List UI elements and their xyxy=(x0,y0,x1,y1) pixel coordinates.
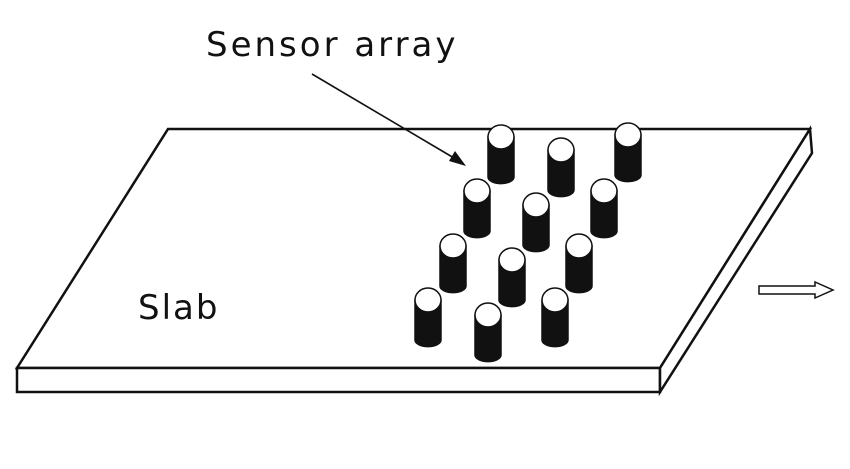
sensor-array-label: Sensor array xyxy=(206,25,459,65)
sensor-cylinder-body xyxy=(498,259,526,308)
sensor-cylinder-body xyxy=(590,190,618,239)
sensor-cylinder-top xyxy=(522,192,550,218)
sensor-cylinder-top xyxy=(463,178,491,204)
sensor-cylinder xyxy=(565,233,593,294)
sensor-cylinder-body xyxy=(522,204,550,253)
sensor-cylinder-body xyxy=(474,314,502,363)
sensor-cylinder-body xyxy=(547,149,575,198)
sensor-cylinder-body xyxy=(414,299,442,348)
sensor-cylinder-top xyxy=(590,178,618,204)
sensor-cylinder xyxy=(439,233,467,294)
sensor-cylinder xyxy=(487,124,515,185)
sensor-array xyxy=(414,122,642,363)
sensor-cylinder xyxy=(498,247,526,308)
sensor-cylinder-top xyxy=(487,124,515,150)
sensor-cylinder xyxy=(414,287,442,348)
sensor-cylinder xyxy=(547,137,575,198)
sensor-cylinder-top xyxy=(498,247,526,273)
slab-front-face xyxy=(15,366,662,394)
slab xyxy=(14,125,814,397)
sensor-cylinder-top xyxy=(547,137,575,163)
pointer-line xyxy=(311,73,455,159)
sensor-cylinder-body xyxy=(541,299,569,348)
sensor-cylinder xyxy=(522,192,550,253)
hollow-right-arrow-icon xyxy=(758,280,835,300)
slab-label: Slab xyxy=(138,288,219,328)
pointer-arrowhead xyxy=(449,151,466,166)
slab-side-face xyxy=(658,125,814,397)
sensor-cylinder xyxy=(590,178,618,239)
sensor-cylinder xyxy=(474,302,502,363)
sensor-cylinder-top xyxy=(565,233,593,259)
sensor-cylinder xyxy=(463,178,491,239)
sensor-cylinder-body xyxy=(463,190,491,239)
sensor-cylinder-top xyxy=(614,122,642,148)
sensor-cylinder xyxy=(614,122,642,183)
sensor-array-pointer xyxy=(311,73,466,166)
sensor-cylinder-body xyxy=(614,134,642,183)
sensor-cylinder-body xyxy=(565,245,593,294)
sensor-cylinder xyxy=(541,287,569,348)
sensor-cylinder-top xyxy=(541,287,569,313)
sensor-cylinder-top xyxy=(474,302,502,328)
sensor-cylinder-top xyxy=(414,287,442,313)
sensor-cylinder-top xyxy=(439,233,467,259)
sensor-cylinder-body xyxy=(439,245,467,294)
sensor-cylinder-body xyxy=(487,136,515,185)
